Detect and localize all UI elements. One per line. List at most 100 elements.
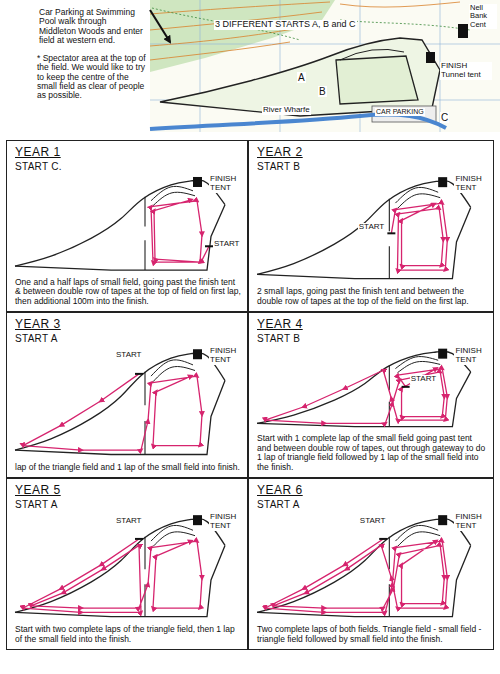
field-outline [15, 519, 225, 613]
year-heading: YEAR 2 [257, 145, 487, 159]
map-label: CAR PARKING [375, 108, 425, 116]
year-heading: YEAR 6 [257, 483, 487, 497]
route-description: lap of the triangle field and 1 lap of t… [15, 463, 241, 473]
finish-label: FINISH TENT [454, 347, 492, 365]
year-panel: YEAR 6 START A Two complete laps of both f… [248, 478, 494, 650]
course-map [11, 175, 241, 274]
start-heading: START B [257, 333, 487, 344]
map-label: FINISH Tunnel tent [440, 62, 492, 80]
start-label: START [359, 517, 386, 526]
start-label: START [213, 240, 240, 249]
route-description: One and a half laps of small field, goin… [15, 278, 241, 307]
finish-tent [193, 177, 202, 187]
start-mark [135, 373, 143, 375]
finish-tent [426, 52, 435, 63]
route-description: Two complete laps of both fields. Triang… [257, 625, 487, 645]
course-map [11, 347, 241, 459]
field-outline [15, 205, 225, 270]
leader-arrow [150, 10, 170, 42]
year-heading: YEAR 1 [15, 145, 241, 159]
start-label: START [358, 223, 385, 232]
route-description: Start with 1 complete lap of the small f… [257, 434, 487, 473]
field-outline [257, 207, 471, 278]
field-divider [389, 537, 390, 569]
route-description: 2 small laps, going past the finish tent… [257, 287, 487, 307]
start-mark [402, 386, 410, 388]
start-heading: START C. [15, 161, 241, 172]
small-field [336, 56, 418, 104]
year-panel: YEAR 5 START A Start with two complete lap… [6, 478, 248, 650]
finish-label: FINISH TENT [454, 513, 492, 531]
map-label: Nell Bank Cent [469, 4, 497, 29]
woodland [150, 0, 335, 72]
start-mark [387, 232, 395, 234]
map-note: * Spectator area at the top of the field… [36, 54, 150, 101]
field-outline [257, 181, 471, 275]
course-map [253, 347, 487, 430]
race-route [265, 539, 447, 612]
start-mark [205, 245, 213, 247]
route-description: Start with two complete laps of the tria… [15, 625, 241, 645]
start-heading: START B [257, 161, 487, 172]
year-panel: YEAR 3 START A lap of the triangle field a… [6, 312, 248, 478]
start-label: START [410, 375, 437, 384]
start-mark [135, 538, 143, 540]
start-heading: START A [15, 499, 241, 510]
field-divider [144, 537, 145, 569]
footpaths [152, 8, 470, 40]
start-label: START [115, 517, 142, 526]
field-divider [144, 197, 145, 227]
year-heading: YEAR 3 [15, 317, 241, 331]
grid-lines [150, 0, 500, 132]
field-outline [257, 372, 471, 427]
field-outline [257, 351, 471, 423]
start-heading: START A [15, 333, 241, 344]
race-route [151, 200, 209, 262]
field-divider [144, 240, 145, 270]
field-outline [15, 180, 225, 266]
start-letter: B [318, 86, 327, 97]
year-panel: YEAR 1 START C. One and a half laps of sma… [6, 140, 248, 312]
start-letter: A [297, 72, 306, 83]
start-heading: START A [257, 499, 487, 510]
race-route [391, 203, 447, 270]
triangle-field [160, 38, 440, 116]
year-panel: YEAR 4 START B Start with 1 complete lap o… [248, 312, 494, 478]
race-route [23, 539, 202, 612]
finish-label: FINISH TENT [209, 347, 247, 365]
finish-tent [438, 349, 447, 359]
river [150, 115, 446, 130]
field-outline [257, 519, 471, 613]
course-map [11, 513, 241, 621]
finish-label: FINISH TENT [209, 513, 247, 531]
field-divider [144, 372, 145, 406]
start-mark [379, 538, 387, 540]
race-route [23, 374, 202, 450]
field-divider [389, 246, 390, 278]
map-title: 3 DIFFERENT STARTS A, B and C [214, 20, 357, 30]
race-route [265, 369, 447, 424]
tape-row [397, 361, 440, 372]
field-divider [389, 584, 390, 616]
start-label: START [115, 351, 142, 360]
finish-label: FINISH TENT [454, 175, 492, 193]
course-map [253, 513, 487, 621]
field-divider [144, 584, 145, 616]
finish-tent [193, 515, 202, 525]
field-outline [15, 353, 225, 450]
field-divider [389, 365, 390, 390]
finish-tent [193, 349, 202, 359]
year-heading: YEAR 5 [15, 483, 241, 497]
finish-tent [438, 515, 447, 525]
map-label: River Wharfe [262, 106, 311, 115]
start-letter: C [440, 112, 449, 123]
finish-tent [438, 177, 447, 187]
finish-label: FINISH TENT [209, 175, 247, 193]
year-heading: YEAR 4 [257, 317, 487, 331]
centre-building [458, 24, 468, 38]
field-divider [389, 199, 390, 231]
map-ground [150, 0, 500, 132]
field-outline [15, 381, 225, 455]
tape-rows [340, 49, 404, 60]
map-note: Car Parking at Swimming Pool walk throug… [38, 8, 146, 45]
